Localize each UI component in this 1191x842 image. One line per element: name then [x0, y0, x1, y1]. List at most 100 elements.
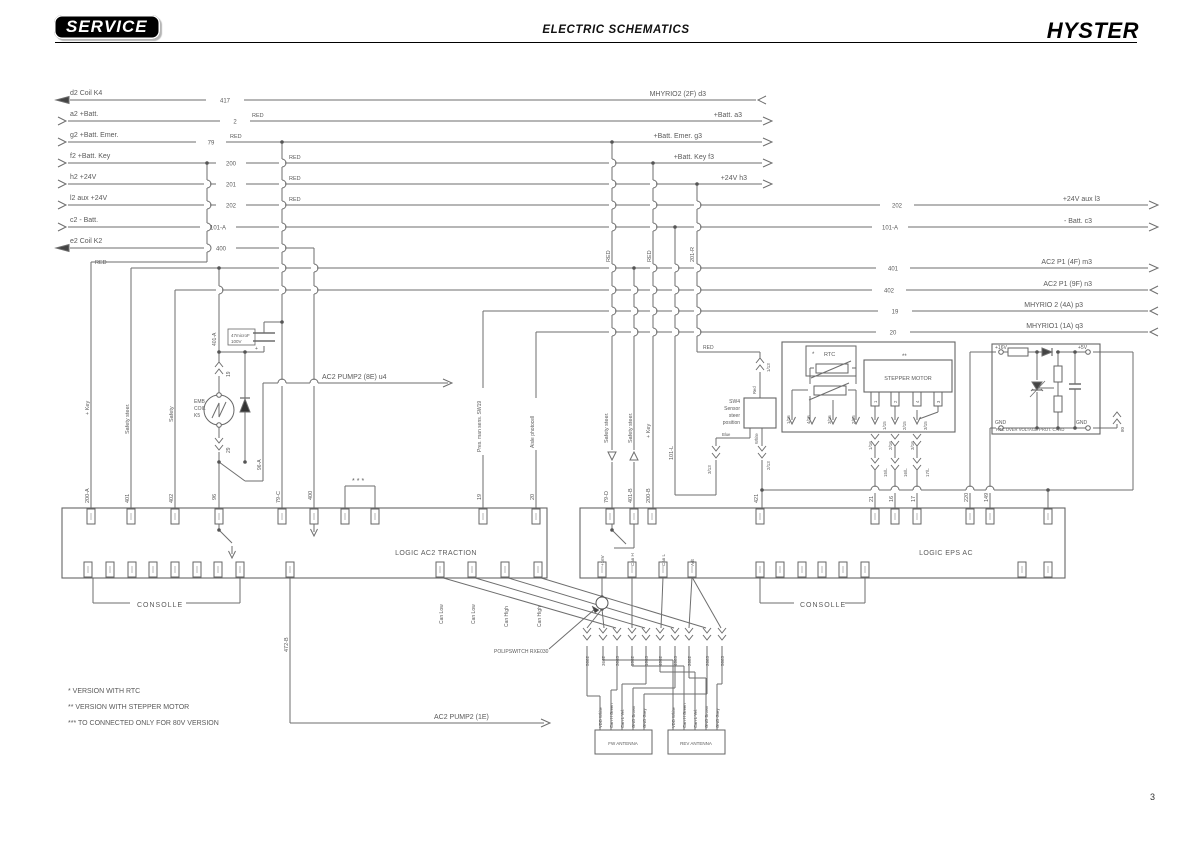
signal-arrow-label: AC2 PUMP2 (8E) u4 — [322, 374, 387, 381]
connector-pin: 16/L — [903, 468, 908, 477]
right-row-label: MHYRIO2 (2F) d3 — [650, 91, 707, 98]
capacitor-value: 47microF — [231, 333, 250, 338]
wire-color: Can L Yel. — [620, 709, 625, 728]
wire-color: Can H Green — [609, 703, 614, 728]
wire-number: 202 — [892, 204, 903, 210]
note-marker: * — [812, 352, 815, 358]
wire-color: VDD White — [671, 707, 676, 728]
component-label: REV ANTENNA — [680, 741, 712, 746]
connector-pin: 3/16 — [910, 441, 915, 450]
left-row-label: c2 - Batt. — [70, 217, 98, 224]
wire-color: GND Grey — [715, 708, 720, 728]
component-label: STEPPER MOTOR — [884, 376, 932, 382]
jumper-note-marker: *** — [352, 478, 366, 485]
wire-number: 421 — [754, 494, 760, 503]
connector-pin: 2/15 — [851, 415, 856, 424]
consolle-label: CONSOLLE — [800, 602, 846, 609]
right-row-label: +Batt. Key f3 — [674, 154, 714, 161]
wire-number: 79-D — [604, 491, 610, 503]
wire-color: RED — [289, 176, 301, 182]
wire-number: 2663 — [705, 655, 710, 666]
wire-color: RED — [606, 250, 612, 262]
wire-color: Red — [752, 386, 757, 394]
wire-number: 1663 — [644, 655, 649, 666]
wire-number: 401 — [888, 267, 899, 273]
pin-label: +16V — [600, 555, 605, 566]
wire-number: 19 — [477, 494, 483, 500]
wire-number: 4662 — [658, 655, 663, 666]
connector-pin: 4 — [915, 400, 920, 403]
wire-number: 79-C — [276, 491, 282, 503]
logic-box-title: LOGIC AC2 TRACTION — [395, 550, 477, 557]
wire-number: 402 — [169, 494, 175, 503]
wire-number: 21 — [869, 496, 875, 502]
wire-number: 400 — [216, 247, 227, 253]
wire-number: 2662 — [687, 655, 692, 666]
wire-number: 5663 — [720, 655, 725, 666]
component-label: POLIPSWITCH RXE030 — [494, 649, 549, 655]
terminal-label: +5V — [1078, 345, 1088, 351]
wire-number: 201-R — [690, 247, 696, 262]
wire-number: 19 — [226, 371, 232, 377]
wire-number: 96 — [212, 494, 218, 500]
col-label: Aisle photocell — [530, 416, 536, 448]
connector-pin: 2/15 — [902, 421, 907, 430]
capacitor-polarity: + — [255, 346, 258, 352]
component-label: FW ANTENNA — [608, 741, 638, 746]
wire-number: 201 — [226, 183, 237, 189]
schematic-linework — [68, 99, 1148, 730]
coil-label: COIL — [194, 406, 206, 412]
wire-number: 1662 — [630, 655, 635, 666]
wire-number: 472-B — [284, 637, 290, 652]
wire-number: 220 — [964, 493, 970, 502]
col-label: Safety — [169, 406, 175, 422]
wire-color: Can H Green — [682, 703, 687, 728]
wire-number: 400 — [308, 491, 314, 500]
connector-pin: 1/16 — [868, 441, 873, 450]
schematic-labels: d2 Coil K4 a2 +Batt. g2 +Batt. Emer. f2 … — [68, 90, 1125, 746]
connector-pin: 1 — [873, 400, 878, 403]
wire-color: RED — [289, 155, 301, 161]
connector-pin: 1/15 — [786, 415, 791, 424]
wire-number: 200-B — [646, 488, 652, 503]
capacitor-value: 100V — [231, 339, 242, 344]
wire-color: GND Brown — [704, 705, 709, 728]
page-title: ELECTRIC SCHEMATICS — [542, 24, 690, 36]
component-label: steer — [729, 413, 740, 419]
connector-pin: 3 — [936, 400, 941, 403]
wire-number: 101-A — [882, 226, 898, 232]
wire-number: 5662 — [585, 655, 590, 666]
wire-number: 101-L — [669, 446, 675, 460]
wire-color: Can L Yel. — [693, 709, 698, 728]
col-label: Safety steer. — [125, 403, 131, 434]
left-row-label: e2 Coil K2 — [70, 238, 102, 245]
wire-color: RED — [230, 134, 242, 140]
pin-label: Can Low — [471, 604, 477, 624]
logic-box-title: LOGIC EPS AC — [919, 550, 973, 557]
coil-label: EMB — [194, 399, 206, 405]
connector-pin: 4/15 — [806, 415, 811, 424]
connector-pin: 2/13 — [766, 461, 771, 470]
wire-color: RED — [252, 113, 264, 119]
component-label: RTC OVER VOLTAGE PROT. CARD — [996, 427, 1064, 432]
signal-arrow-label: AC2 PUMP2 (1E) — [434, 714, 489, 721]
wire-number: 20 — [530, 494, 536, 500]
right-row-label: AC2 P1 (9F) n3 — [1043, 281, 1092, 288]
wire-number: 417 — [220, 99, 231, 105]
wire-number: 2 — [233, 120, 237, 126]
terminal-label: GND — [995, 420, 1007, 426]
col-label: + Key — [646, 424, 652, 438]
right-row-label: AC2 P1 (4F) m3 — [1041, 259, 1092, 266]
right-row-label: +24V h3 — [721, 175, 747, 182]
connector-pin: 3/15 — [923, 421, 928, 430]
wire-number: 401-A — [212, 332, 218, 346]
wire-number: 200 — [226, 162, 237, 168]
component-label: position — [723, 420, 740, 426]
wire-color: RED — [289, 197, 301, 203]
wire-number: 401 — [125, 494, 131, 503]
wire-number: 20 — [890, 331, 897, 337]
wire-number: 29 — [226, 447, 232, 453]
right-row-label: MHYRIO 2 (4A) p3 — [1024, 302, 1083, 309]
left-row-label: f2 +Batt. Key — [70, 153, 111, 160]
